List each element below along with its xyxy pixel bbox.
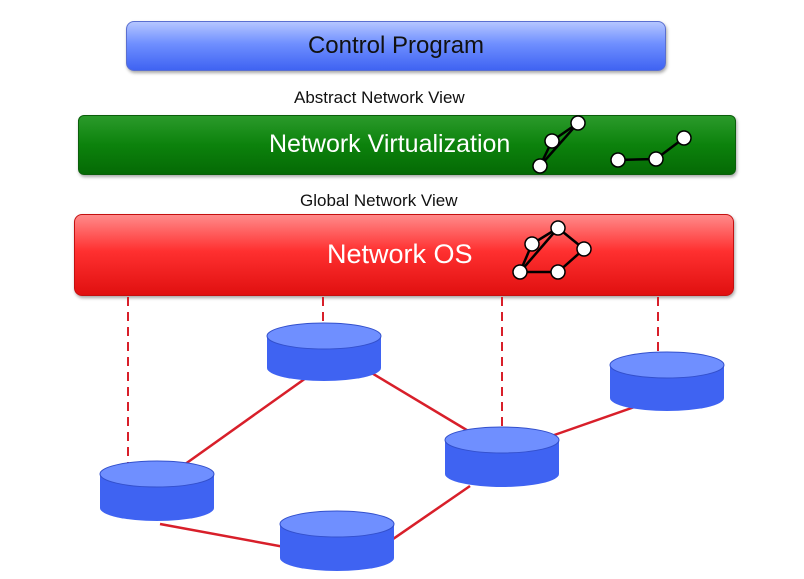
abstract-network-view-caption: Abstract Network View xyxy=(294,88,465,107)
network-os-bar: Network OS xyxy=(74,214,734,296)
link-bottomcenter-middleright xyxy=(379,484,471,550)
switch-right xyxy=(609,351,725,411)
switch-left xyxy=(99,460,215,521)
switch-top-center xyxy=(266,322,382,381)
link-left-bottomcenter xyxy=(159,522,291,550)
control-program-label: Control Program xyxy=(307,32,485,59)
global-network-graph-icon xyxy=(512,220,592,280)
switch-bottom-center xyxy=(279,510,395,571)
network-os-label: Network OS xyxy=(327,239,473,269)
control-program-bar: Control Program xyxy=(126,21,666,71)
link-middleright-right xyxy=(539,403,641,442)
virtual-triangle-graph-icon xyxy=(532,115,586,174)
switch-middle-right xyxy=(444,426,560,487)
network-virtualization-bar: Network Virtualization xyxy=(78,115,736,175)
virtual-chain-graph-icon xyxy=(610,130,692,168)
global-network-view-caption: Global Network View xyxy=(300,191,458,210)
network-virtualization-label: Network Virtualization xyxy=(269,130,511,158)
